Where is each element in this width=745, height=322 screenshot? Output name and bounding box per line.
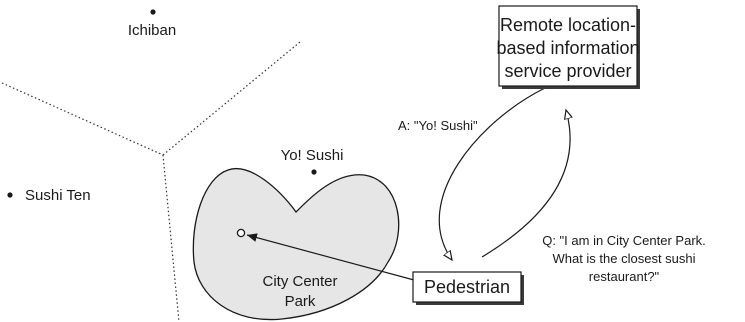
pedestrian-box: Pedestrian xyxy=(412,271,524,305)
park-label-line2: Park xyxy=(285,293,316,310)
yo-sushi-location-dot xyxy=(311,169,317,175)
answer-arrow xyxy=(438,87,546,260)
voronoi-boundaries xyxy=(1,41,301,322)
boundary-ichiban-yosushi xyxy=(162,41,301,156)
question-label-line1: Q: "I am in City Center Park. xyxy=(542,233,706,248)
question-arrow xyxy=(481,110,570,258)
sushi-ten-location-dot xyxy=(7,192,13,198)
question-label-line3: restaurant?" xyxy=(589,269,660,284)
question-label-line2: What is the closest sushi xyxy=(552,251,695,266)
answer-label: A: "Yo! Sushi" xyxy=(398,118,478,133)
boundary-sushiten-yosushi xyxy=(162,154,180,322)
park-label-line1: City Center xyxy=(262,273,337,290)
ichiban-label: Ichiban xyxy=(128,22,176,39)
pedestrian-position-marker xyxy=(236,228,246,238)
provider-label-line1: Remote location- xyxy=(500,15,636,35)
yo-sushi-label: Yo! Sushi xyxy=(281,147,344,164)
provider-label-line2: based information xyxy=(496,38,639,58)
pedestrian-position-arrow xyxy=(246,233,415,281)
provider-label-line3: service provider xyxy=(504,61,631,81)
provider-box: Remote location- based information servi… xyxy=(496,5,640,89)
ichiban-location-dot xyxy=(150,9,156,15)
city-center-park-region xyxy=(192,167,400,321)
sushi-ten-label: Sushi Ten xyxy=(25,187,91,204)
boundary-ichiban-sushiten xyxy=(1,82,164,156)
pedestrian-label: Pedestrian xyxy=(424,277,510,297)
